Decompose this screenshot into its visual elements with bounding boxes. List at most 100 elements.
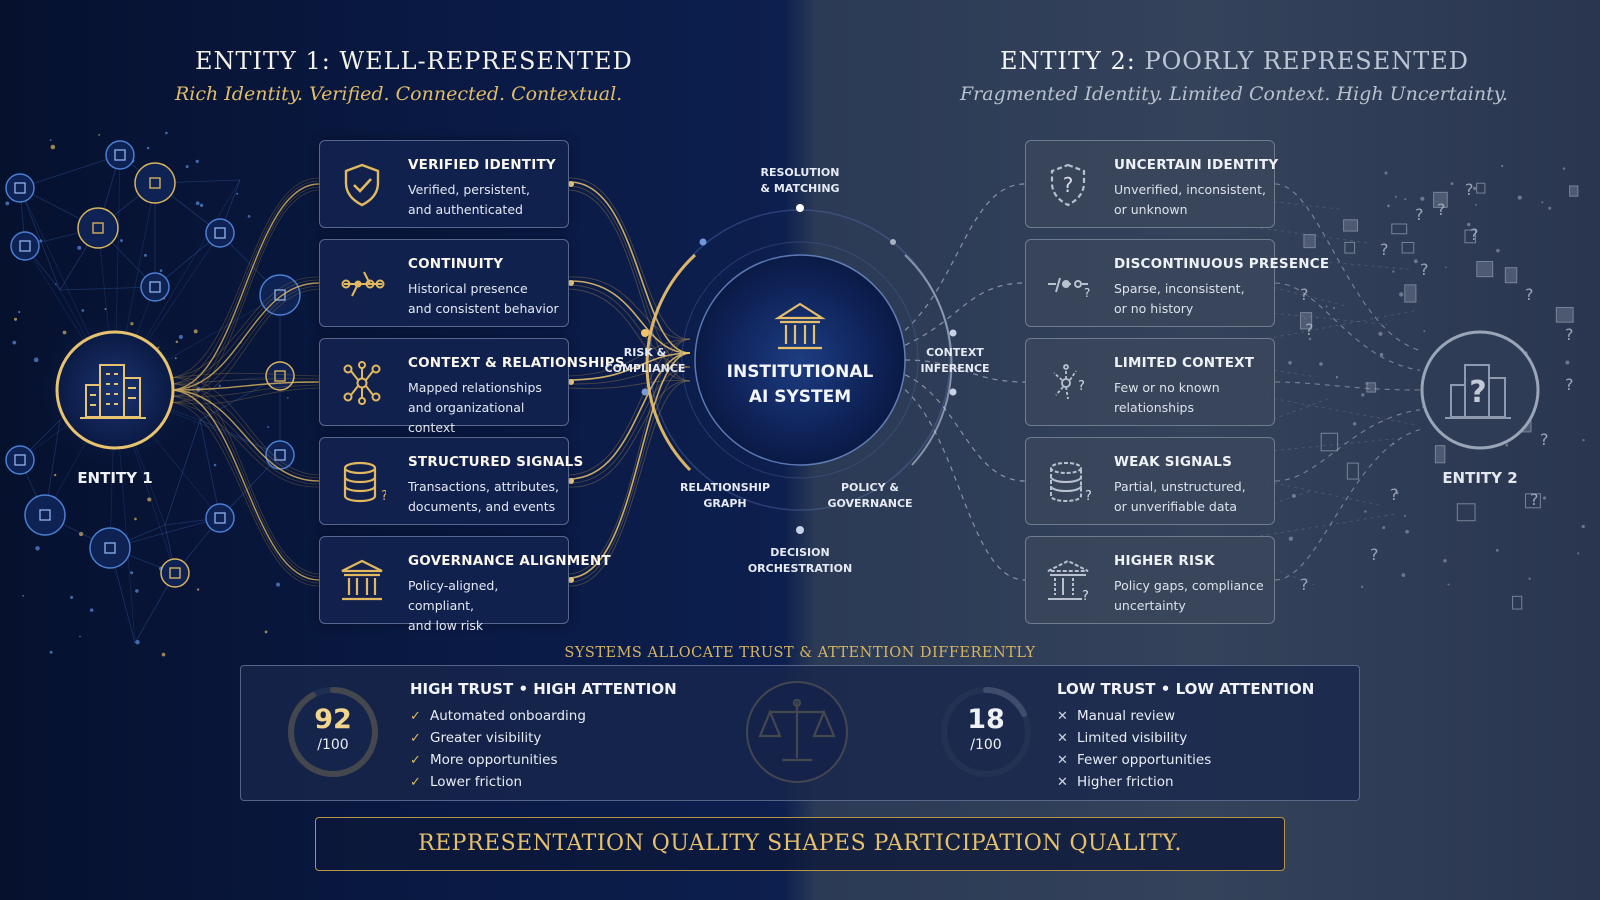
card-governance-alignment: GOVERNANCE ALIGNMENT Policy-aligned, com… <box>319 536 611 633</box>
buildings-icon <box>35 310 195 470</box>
card-description: Unverified, inconsistent,or unknown <box>1114 182 1266 217</box>
svg-text:?: ? <box>1300 575 1309 594</box>
card-description: Transactions, attributes,documents, and … <box>408 479 559 514</box>
list-item: ✕Higher friction <box>1057 774 1174 790</box>
hub-rings <box>641 204 957 534</box>
svg-text:?: ? <box>1470 225 1479 244</box>
card-weak-signals: ? WEAK SIGNALS Partial, unstructured,or … <box>1025 437 1275 525</box>
bottom-banner: REPRESENTATION QUALITY SHAPES PARTICIPAT… <box>315 817 1285 871</box>
card-title: HIGHER RISK <box>1114 553 1215 569</box>
list-item: ✓More opportunities <box>410 752 558 768</box>
banner-text: REPRESENTATION QUALITY SHAPES PARTICIPAT… <box>418 831 1182 856</box>
card-context-relationships: CONTEXT & RELATIONSHIPS Mapped relations… <box>319 338 625 435</box>
card-title: WEAK SIGNALS <box>1114 454 1233 470</box>
high-score: 92 /100 <box>314 704 352 754</box>
low-trust-list: ✕Manual review ✕Limited visibility ✕Fewe… <box>1057 705 1211 793</box>
hub-label-decision: DECISION ORCHESTRATION <box>747 546 853 575</box>
buildings-question-icon: ? <box>1420 330 1540 450</box>
hub-label-resolution: RESOLUTION & MATCHING <box>760 166 840 195</box>
card-title: GOVERNANCE ALIGNMENT <box>408 553 611 569</box>
entity-1-label: ENTITY 1 <box>77 469 153 487</box>
card-title: DISCONTINUOUS PRESENCE <box>1114 256 1330 272</box>
hub-label-relationship: RELATIONSHIP GRAPH <box>679 481 771 510</box>
card-description: Verified, persistent,and authenticated <box>408 182 530 217</box>
comparison-title: SYSTEMS ALLOCATE TRUST & ATTENTION DIFFE… <box>564 645 1036 661</box>
card-title: CONTEXT & RELATIONSHIPS <box>408 355 625 371</box>
svg-text:?: ? <box>1415 205 1424 224</box>
svg-text:?: ? <box>1305 320 1314 339</box>
card-uncertain-identity: ? UNCERTAIN IDENTITY Unverified, inconsi… <box>1025 140 1279 228</box>
right-subtitle: Fragmented Identity. Limited Context. Hi… <box>960 83 1508 105</box>
left-subtitle: Rich Identity. Verified. Connected. Cont… <box>175 83 623 105</box>
svg-text:?: ? <box>1380 240 1389 259</box>
broken-timeline-icon: ? <box>1048 277 1090 300</box>
list-item: ✓Automated onboarding <box>410 708 586 724</box>
svg-text:?: ? <box>1530 490 1539 509</box>
svg-text:?: ? <box>1437 200 1446 219</box>
svg-text:?: ? <box>1085 489 1092 504</box>
hub-label-risk: RISK & COMPLIANCE <box>604 346 686 375</box>
shield-check-icon <box>344 163 380 207</box>
svg-text:?: ? <box>1465 180 1474 199</box>
list-item: ✓Lower friction <box>410 774 523 790</box>
svg-text:?: ? <box>1540 430 1549 449</box>
sparse-network-icon: ? <box>1053 364 1085 400</box>
card-title: LIMITED CONTEXT <box>1114 355 1255 371</box>
right-title: ENTITY 2: POORLY REPRESENTED <box>1000 47 1469 75</box>
right-flow-lines <box>904 183 1421 581</box>
svg-text:?: ? <box>1063 173 1074 197</box>
low-score: 18 /100 <box>967 704 1005 754</box>
list-item: ✓Greater visibility <box>410 730 542 746</box>
list-item: ✕Limited visibility <box>1057 730 1188 746</box>
svg-text:?: ? <box>1565 375 1574 394</box>
network-icon <box>343 361 381 405</box>
database-icon: ? <box>343 461 386 504</box>
svg-text:?: ? <box>1078 379 1085 394</box>
card-title: VERIFIED IDENTITY <box>408 157 556 173</box>
comparison-panel <box>240 665 1360 801</box>
institution-question-icon: ? <box>1047 559 1089 604</box>
list-item: ✕Fewer opportunities <box>1057 752 1212 768</box>
high-trust-list: ✓Automated onboarding ✓Greater visibilit… <box>410 705 586 793</box>
svg-text:?: ? <box>1565 325 1574 344</box>
card-structured-signals: ? STRUCTURED SIGNALS Transactions, attri… <box>319 437 583 525</box>
card-description: Policy-aligned, compliant,and low risk <box>408 578 499 633</box>
left-title: ENTITY 1: WELL-REPRESENTED <box>195 47 633 75</box>
card-discontinuous-presence: ? DISCONTINUOUS PRESENCE Sparse, inconsi… <box>1025 239 1329 327</box>
svg-text:?: ? <box>381 489 386 504</box>
card-title: UNCERTAIN IDENTITY <box>1114 157 1279 173</box>
card-verified-identity: VERIFIED IDENTITY Verified, persistent,a… <box>319 140 569 228</box>
hub-label-policy: POLICY & GOVERNANCE <box>827 481 913 510</box>
timeline-icon <box>341 271 385 297</box>
svg-text:?: ? <box>1420 260 1429 279</box>
svg-text:?: ? <box>1370 545 1379 564</box>
svg-text:?: ? <box>1084 286 1090 300</box>
svg-text:?: ? <box>1300 285 1309 304</box>
left-network <box>5 131 301 657</box>
bank-icon <box>774 302 826 350</box>
hub-label-context: CONTEXT INFERENCE <box>920 346 990 375</box>
svg-text:?: ? <box>1082 589 1089 604</box>
card-title: CONTINUITY <box>408 256 504 272</box>
entity-2-label: ENTITY 2 <box>1442 469 1518 487</box>
institution-icon <box>341 559 383 601</box>
shield-question-icon: ? <box>1050 163 1086 207</box>
svg-text:?: ? <box>1469 375 1486 410</box>
card-title: STRUCTURED SIGNALS <box>408 454 584 470</box>
card-description: Partial, unstructured,or unverifiable da… <box>1114 479 1246 514</box>
card-description: Sparse, inconsistent,or no history <box>1114 281 1245 316</box>
database-question-icon: ? <box>1050 462 1092 504</box>
high-trust-heading: HIGH TRUST • HIGH ATTENTION <box>410 680 677 698</box>
svg-text:?: ? <box>1525 285 1534 304</box>
svg-text:?: ? <box>1390 485 1399 504</box>
